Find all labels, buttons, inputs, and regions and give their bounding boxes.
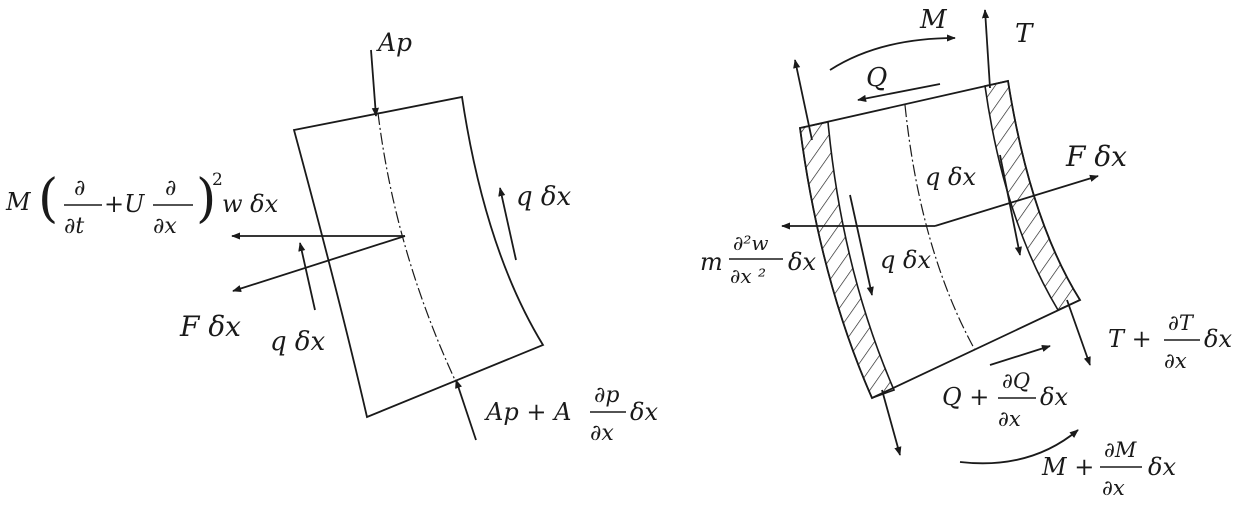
moment-bottom-tail-label: δx bbox=[1148, 453, 1176, 481]
inertia-dt-label: ∂t bbox=[64, 214, 84, 239]
friction-inner-bottom-label: q δx bbox=[880, 246, 931, 274]
tension-bottom-main-label: T + bbox=[1108, 325, 1152, 353]
tension-bottom-arrow bbox=[1066, 299, 1091, 366]
body-force-right-label: F δx bbox=[1065, 140, 1127, 173]
body-force-arrow bbox=[232, 235, 406, 292]
left-centreline bbox=[377, 112, 456, 381]
moment-top-arrow bbox=[829, 34, 956, 71]
shear-bottom-num-label: ∂Q bbox=[1002, 369, 1030, 393]
shear-top-arrow bbox=[857, 83, 941, 102]
friction-inner-bottom-arrow bbox=[849, 194, 874, 296]
tension-bottom-num-label: ∂T bbox=[1168, 311, 1195, 335]
friction-left-arrow bbox=[298, 242, 316, 311]
inertia-plusU-label: +U bbox=[104, 190, 145, 218]
bottom-force-den-label: ∂x bbox=[590, 421, 614, 446]
body-force-arrow-right bbox=[934, 174, 1099, 227]
friction-inner-top-label: q δx bbox=[925, 163, 976, 191]
tension-bottom-tail-label: δx bbox=[1204, 325, 1232, 353]
moment-bottom-den-label: ∂x bbox=[1102, 476, 1125, 500]
friction-inner-top-arrow bbox=[999, 154, 1022, 256]
inertia-dx-label: ∂x bbox=[153, 214, 177, 239]
top-force-arrow bbox=[370, 49, 379, 117]
left-arrows bbox=[231, 49, 517, 441]
inertia-d2-label: ∂ bbox=[165, 176, 176, 201]
body-force-label: F δx bbox=[179, 310, 241, 343]
bottom-force-arrow bbox=[455, 379, 477, 441]
shear-bottom-tail-label: δx bbox=[1040, 383, 1068, 411]
shear-top-label: Q bbox=[866, 63, 887, 93]
right-arrows bbox=[781, 9, 1099, 465]
inertia-tail-label: w δx bbox=[222, 190, 279, 218]
tension-top-arrow bbox=[981, 9, 991, 89]
shear-bottom-den-label: ∂x bbox=[998, 407, 1021, 431]
mass-tail-label: δx bbox=[788, 248, 816, 276]
inertia-square-label: 2 bbox=[212, 170, 223, 190]
friction-right-arrow bbox=[498, 187, 517, 261]
tension-bottom-den-label: ∂x bbox=[1164, 349, 1187, 373]
moment-bottom-num-label: ∂M bbox=[1104, 438, 1137, 462]
friction-right-label: q δx bbox=[516, 182, 572, 212]
mass-num-label: ∂²w bbox=[733, 231, 768, 255]
tension-top-label: T bbox=[1015, 19, 1034, 49]
shear-bottom-main-label: Q + bbox=[942, 383, 989, 411]
inertia-open-paren: ( bbox=[38, 169, 58, 229]
mass-den-label: ∂x ² bbox=[730, 264, 766, 288]
moment-top-label: M bbox=[919, 5, 948, 35]
moment-bottom-main-label: M + bbox=[1041, 453, 1094, 481]
left-pipe-element bbox=[292, 95, 545, 419]
right-element-outline bbox=[799, 79, 1082, 400]
right-labels: M T Q F δx q δx q δx m ∂²w ∂x ² δx T + ∂… bbox=[700, 5, 1232, 500]
shear-bottom-arrow bbox=[989, 345, 1051, 366]
right-centreline bbox=[904, 104, 976, 351]
moment-bottom-arrow bbox=[959, 429, 1079, 465]
bottom-force-main-label: Ap + A bbox=[484, 398, 571, 426]
left-labels: Ap M ( ∂ ∂t +U ∂ ∂x ) 2 w δx q δx F δx q… bbox=[5, 28, 658, 446]
top-force-label: Ap bbox=[376, 28, 412, 57]
left-bottom-arrow bbox=[881, 389, 902, 456]
left-element-outline bbox=[292, 95, 545, 419]
left-top-arrow bbox=[793, 59, 813, 141]
mass-m-label: m bbox=[700, 248, 723, 276]
inertia-M-label: M bbox=[5, 188, 32, 216]
inertia-d1-label: ∂ bbox=[74, 176, 85, 201]
inertia-close-paren: ) bbox=[196, 169, 216, 229]
bottom-force-num-label: ∂p bbox=[594, 383, 619, 408]
bottom-force-tail-label: δx bbox=[630, 398, 658, 426]
friction-left-label: q δx bbox=[270, 327, 326, 357]
